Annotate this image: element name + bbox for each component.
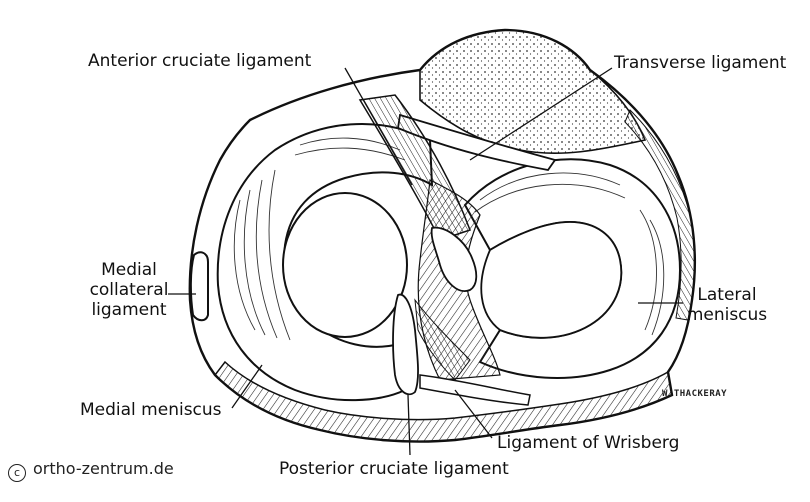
label-lateral-line-2: meniscus (686, 305, 768, 325)
leader-lines (168, 67, 683, 456)
pcl-fibers (414, 298, 471, 381)
label-anterior-cruciate-ligament: Anterior cruciate ligament (88, 51, 312, 71)
leader-pcl (407, 394, 411, 456)
label-mcl-line-3: ligament (91, 300, 167, 320)
transverse-ligament-shape (397, 113, 557, 171)
pcl-shape (392, 293, 419, 396)
copyright-icon: c (8, 464, 26, 482)
wrisberg-shape (419, 374, 531, 406)
label-lateral-meniscus: Lateral meniscus (684, 285, 770, 325)
label-transverse-ligament: Transverse ligament (614, 53, 787, 73)
leader-transverse (469, 67, 613, 161)
label-lateral-line-1: Lateral (697, 285, 757, 305)
leader-wrisberg (454, 389, 493, 439)
label-medial-collateral-ligament: Medial collateral ligament (82, 260, 176, 320)
label-posterior-cruciate-ligament: Posterior cruciate ligament (279, 459, 509, 479)
medial-fossa (282, 192, 408, 338)
leader-medial-meniscus (231, 364, 263, 409)
lateral-edge-shading (624, 109, 695, 321)
leader-acl (344, 67, 413, 186)
posterior-rim-shading (214, 360, 673, 443)
copyright-text[interactable]: ortho-zentrum.de (33, 459, 174, 478)
mcl-shape (189, 251, 209, 322)
lateral-fossa (480, 221, 623, 339)
label-mcl-line-2: collateral (89, 280, 169, 300)
label-medial-meniscus: Medial meniscus (80, 400, 222, 420)
label-ligament-of-wrisberg: Ligament of Wrisberg (497, 433, 680, 453)
copyright-notice: c ortho-zentrum.de (8, 459, 174, 482)
tibial-spine (430, 226, 478, 292)
artist-signature: W.THACKERAY (662, 389, 728, 399)
label-mcl-line-1: Medial (101, 260, 157, 280)
